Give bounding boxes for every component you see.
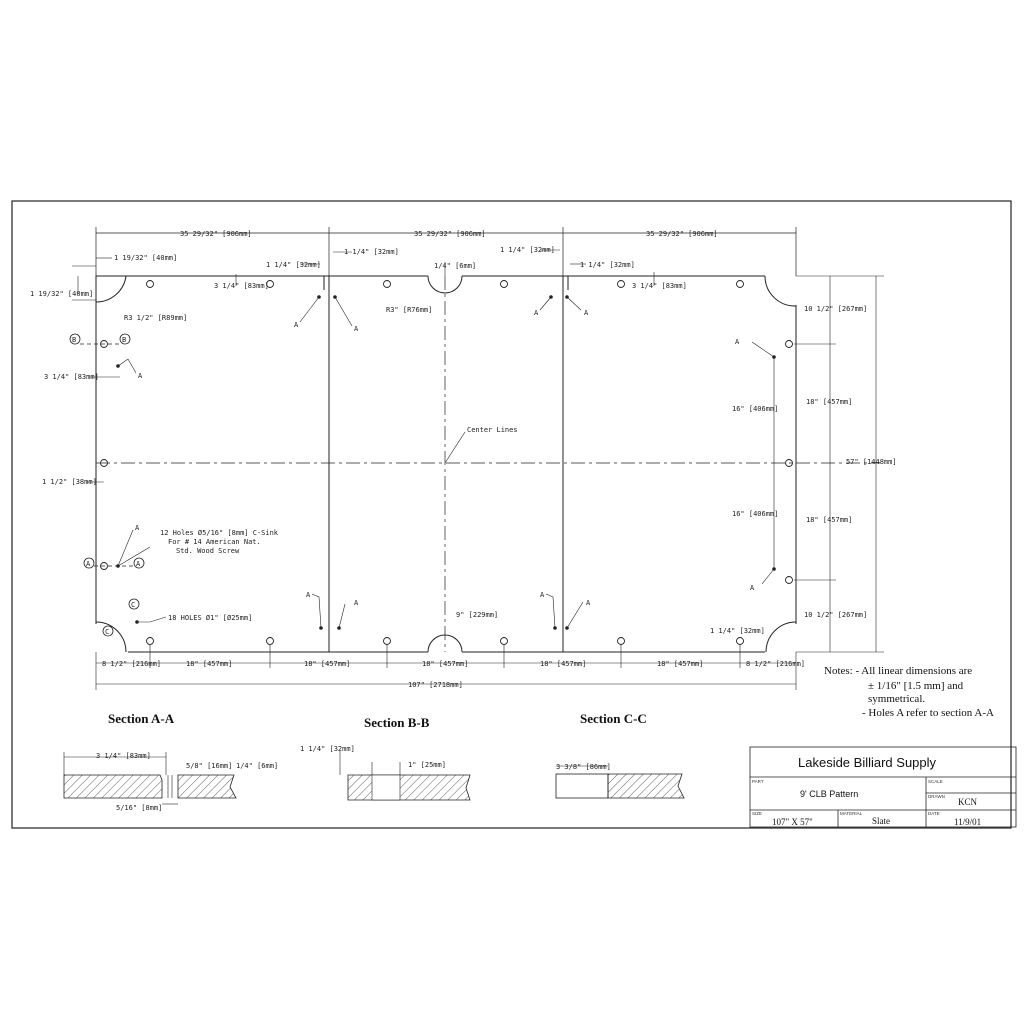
bottom-dimension-lines [95, 645, 797, 690]
dim-32-e: 1 1/4" [32mm] [710, 627, 765, 635]
note-line-3: symmetrical. [868, 693, 925, 705]
callout-a: A [584, 309, 589, 317]
note-line-1: Notes: - All linear dimensions are [824, 665, 972, 677]
radius-side-pocket: R3" [R76mm] [386, 306, 432, 314]
screw-holes-a [116, 295, 776, 630]
section-cc-drawing [555, 765, 685, 799]
title-material-label: MATERIAL [840, 811, 863, 816]
overall-length: 107" [2718mm] [408, 681, 463, 689]
upper-left-dim-lines [72, 249, 655, 483]
callout-a: A [354, 325, 359, 333]
section-bb-title: Section B-B [364, 715, 430, 730]
radius-corner-pocket: R3 1/2" [R89mm] [124, 314, 187, 322]
title-block [749, 746, 1017, 828]
callout-a: A [294, 321, 299, 329]
title-company: Lakeside Billiard Supply [798, 755, 937, 770]
callout-a: A [135, 524, 140, 532]
center-lines [96, 276, 880, 652]
bottom-dim-5: 18" [457mm] [540, 660, 586, 668]
callout-a: A [354, 599, 359, 607]
leader-lines [117, 296, 775, 629]
note-line-4: - Holes A refer to section A-A [862, 707, 994, 719]
callout-a: A [306, 591, 311, 599]
bottom-dim-2: 18" [457mm] [186, 660, 232, 668]
section-aa-dim-4: 5/16" [8mm] [116, 804, 162, 812]
title-size-label: SIZE [752, 811, 762, 816]
title-date: 11/9/01 [954, 817, 981, 827]
top-dim-3: 35 29/32" [906mm] [646, 230, 718, 238]
marker-c-bottom: C [105, 628, 109, 636]
slate-outline [95, 275, 797, 653]
callout-a: A [586, 599, 591, 607]
title-part-label: PART [752, 779, 764, 784]
callout-a: A [735, 338, 740, 346]
callout-a: A [540, 591, 545, 599]
top-dimension-lines [95, 227, 797, 276]
center-lines-label: Center Lines [467, 426, 518, 434]
bottom-dim-3: 18" [457mm] [304, 660, 350, 668]
dim-left-pocket-side: 1 19/32" [40mm] [30, 290, 93, 298]
bottom-dim-7: 8 1/2" [216mm] [746, 660, 805, 668]
bottom-dim-1: 8 1/2" [216mm] [102, 660, 161, 668]
top-dim-2: 35 29/32" [906mm] [414, 230, 486, 238]
section-aa-title: Section A-A [108, 711, 175, 726]
dim-83-a: 3 1/4" [83mm] [214, 282, 269, 290]
section-bb-drawing [339, 751, 471, 801]
marker-c-top: C [131, 601, 135, 609]
title-size: 107" X 57" [772, 817, 813, 827]
right-dim-3: 18" [457mm] [806, 516, 852, 524]
right-inner-dim-1: 16" [406mm] [732, 405, 778, 413]
title-drawn-label: DRAWN [928, 794, 945, 799]
dim-32-d: 1 1/4" [32mm] [580, 261, 635, 269]
holes-18-note: 18 HOLES Ø1" [Ø25mm] [168, 614, 252, 622]
title-material: Slate [872, 816, 890, 826]
section-bb-dim-1: 1 1/4" [32mm] [300, 745, 355, 753]
title-scale-label: SCALE [928, 779, 943, 784]
bottom-dim-4: 18" [457mm] [422, 660, 468, 668]
title-part: 9' CLB Pattern [800, 789, 858, 799]
section-cc-title: Section C-C [580, 711, 647, 726]
section-aa-drawing [63, 752, 237, 805]
dim-229: 9" [229mm] [456, 611, 498, 619]
marker-b-right: B [122, 336, 126, 344]
dim-83-b: 3 1/4" [83mm] [632, 282, 687, 290]
dim-32-c: 1 1/4" [32mm] [500, 246, 555, 254]
marker-b-left: B [72, 336, 76, 344]
marker-a-left: A [86, 560, 91, 568]
right-dim-4: 10 1/2" [267mm] [804, 611, 867, 619]
dim-left-38: 1 1/2" [38mm] [42, 478, 97, 486]
title-drawn: KCN [958, 797, 978, 807]
dim-6: 1/4" [6mm] [434, 262, 476, 270]
right-dimension-lines [773, 275, 884, 653]
section-aa-dim-2: 5/8" [16mm] [186, 762, 232, 770]
right-inner-dim-2: 16" [406mm] [732, 510, 778, 518]
dim-32-a: 1 1/4" [32mm] [266, 261, 321, 269]
holes-12-note-1: 12 Holes Ø5/16" [8mm] C-Sink [160, 529, 279, 537]
section-bb-dim-2: 1" [25mm] [408, 761, 446, 769]
callout-a: A [138, 372, 143, 380]
holes-12-note-2: For # 14 American Nat. [168, 538, 261, 546]
holes-12-note-3: Std. Wood Screw [176, 547, 240, 555]
note-line-2: ± 1/16" [1.5 mm] and [868, 680, 964, 692]
dim-left-83: 3 1/4" [83mm] [44, 373, 99, 381]
marker-a-right: A [136, 560, 141, 568]
callout-a: A [534, 309, 539, 317]
dim-left-pocket-top: 1 19/32" [40mm] [114, 254, 177, 262]
section-aa-dim-3: 1/4" [6mm] [236, 762, 278, 770]
dim-32-b: 1 1/4" [32mm] [344, 248, 399, 256]
title-date-label: DATE [928, 811, 940, 816]
section-markers [69, 333, 145, 637]
callout-a: A [750, 584, 755, 592]
overall-width: 57" [1448mm] [846, 458, 897, 466]
section-cc-dim-1: 3 3/8" [86mm] [556, 763, 611, 771]
bottom-dim-6: 18" [457mm] [657, 660, 703, 668]
drawing-frame [11, 200, 1012, 829]
section-aa-dim-1: 3 1/4" [83mm] [96, 752, 151, 760]
mounting-holes [100, 280, 793, 645]
right-dim-1: 10 1/2" [267mm] [804, 305, 867, 313]
top-dim-1: 35 29/32" [906mm] [180, 230, 252, 238]
right-dim-2: 18" [457mm] [806, 398, 852, 406]
